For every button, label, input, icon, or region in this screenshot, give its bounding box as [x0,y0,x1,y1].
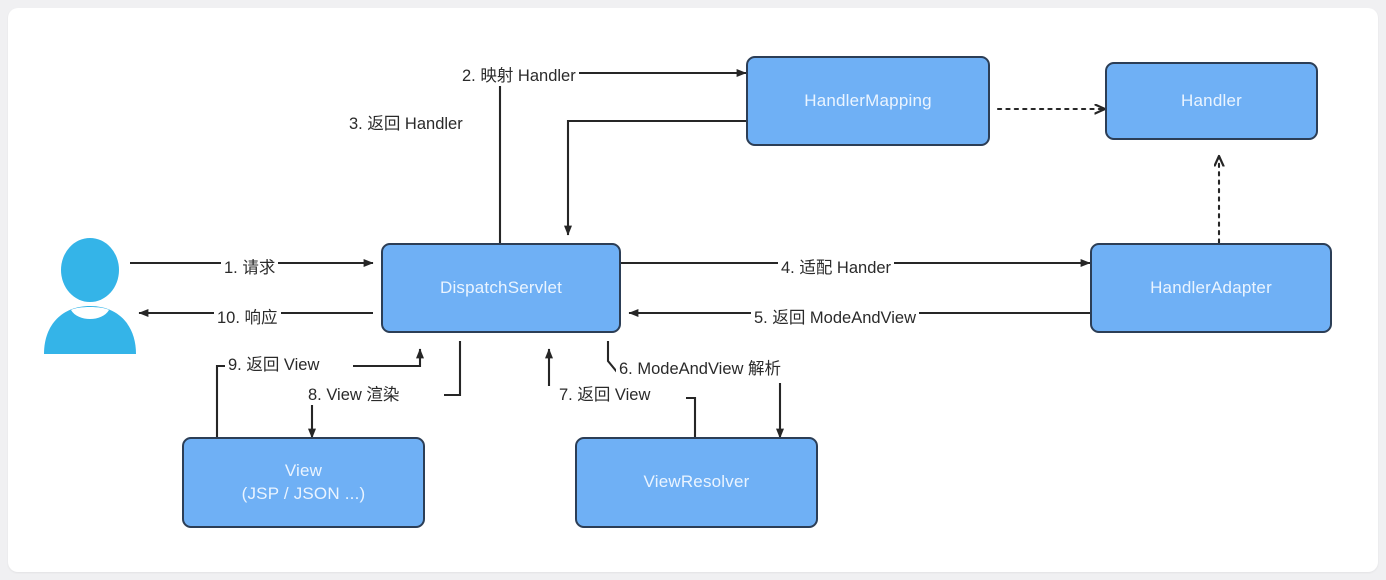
edge-7-return-view [686,396,697,438]
edge-label-4: 4. 适配 Hander [778,254,895,278]
user-avatar-icon [44,238,136,354]
node-handleradapter[interactable]: HandlerAdapter [1090,243,1332,333]
user-actor [38,236,148,354]
edge-6-modeandview-resolve [606,341,618,373]
node-view[interactable]: View (JSP / JSON ...) [182,437,425,528]
node-viewresolver[interactable]: ViewResolver [575,437,818,528]
edge-label-8: 8. View 渲染 [305,381,403,405]
edge-8-view-render [444,341,462,397]
edge-label-10: 10. 响应 [214,304,281,328]
edge-2-map-handler [498,69,747,243]
diagram-canvas-card: DispatchServlet HandlerMapping Handler H… [8,8,1378,572]
edge-label-2: 2. 映射 Handler [459,62,579,86]
node-handlermapping[interactable]: HandlerMapping [746,56,990,146]
edge-9-return-view [215,364,226,438]
edge-3-return-handler [564,119,754,236]
node-handler[interactable]: Handler [1105,62,1318,140]
diagram-stage: DispatchServlet HandlerMapping Handler H… [8,8,1378,572]
edge-label-9: 9. 返回 View [225,351,323,375]
edge-label-6: 6. ModeAndView 解析 [616,355,785,379]
edge-label-7: 7. 返回 View [556,381,654,405]
edge-label-3: 3. 返回 Handler [346,110,466,134]
node-dispatchservlet[interactable]: DispatchServlet [381,243,621,333]
edge-label-1: 1. 请求 [221,254,279,278]
edge-label-5: 5. 返回 ModeAndView [751,304,920,328]
